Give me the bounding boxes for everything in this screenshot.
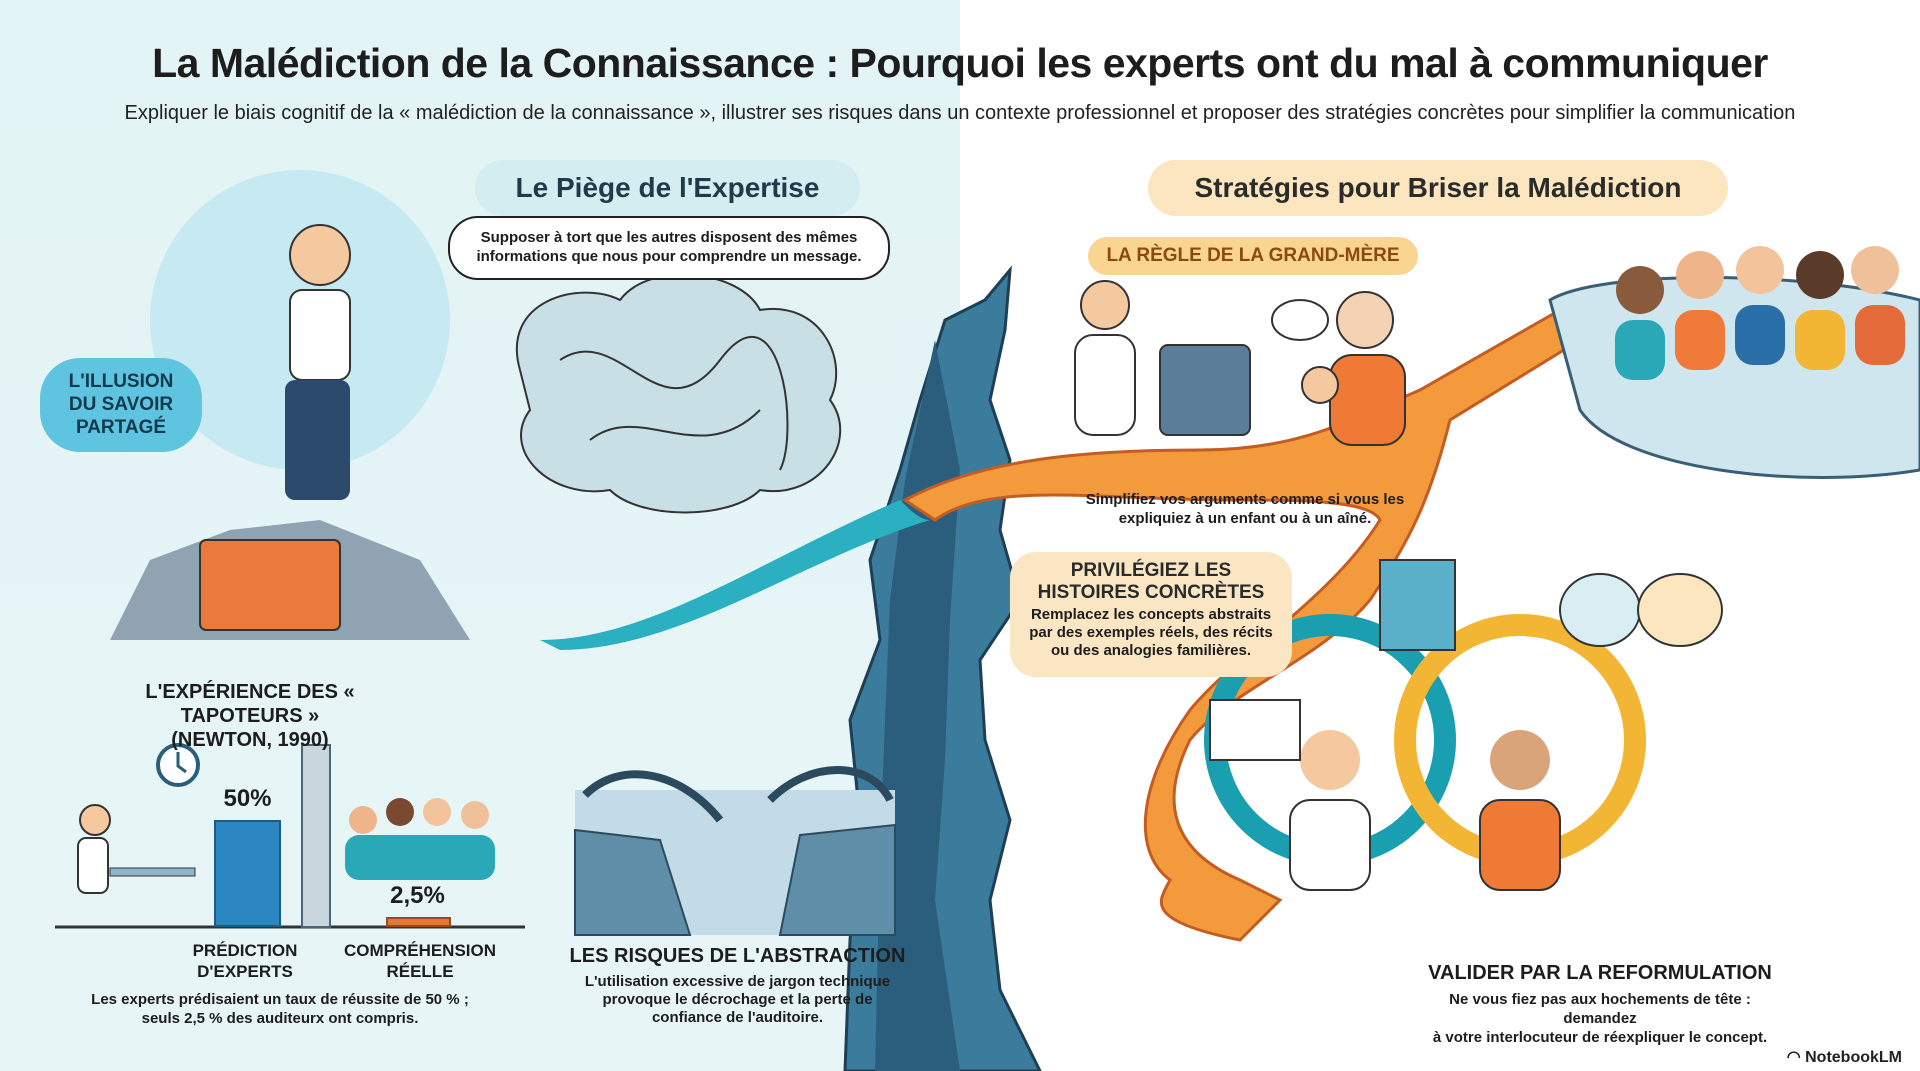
logo-icon: ◠	[1786, 1049, 1806, 1066]
picture-book	[1379, 559, 1456, 651]
listeners-group	[345, 798, 495, 880]
illusion-line: L'ILLUSION	[68, 371, 174, 392]
abstraction-text: L'utilisation excessive de jargon techni…	[565, 973, 910, 1027]
title-line: PRIVILÉGIEZ LES	[1070, 560, 1232, 581]
experiment-title-line: (NEWTON, 1990)	[171, 729, 329, 751]
bar-category-label: PRÉDICTION D'EXPERTS	[180, 940, 310, 982]
speech-bubble-right	[1637, 573, 1723, 647]
label-line: RÉELLE	[386, 962, 454, 981]
text-line: confiance de l'auditoire.	[651, 1009, 824, 1026]
open-book	[1209, 699, 1301, 761]
title-line: HISTOIRES CONCRÈTES	[1037, 582, 1265, 603]
label-line: D'EXPERTS	[197, 962, 293, 981]
grandmother-scene	[1074, 280, 1406, 446]
grandmother-rule-text: Simplifiez vos arguments comme si vous l…	[1060, 490, 1430, 528]
text-line: par des exemples réels, des récits	[1029, 624, 1273, 641]
text-line: Simplifiez vos arguments comme si vous l…	[1085, 491, 1405, 508]
page-title: La Malédiction de la Connaissance : Pour…	[152, 40, 1768, 86]
page-subtitle: Expliquer le biais cognitif de la « malé…	[124, 102, 1796, 124]
reformulation-text: Ne vous fiez pas aux hochements de tête …	[1420, 990, 1780, 1047]
text-line: provoque le décrochage et la perte de	[602, 991, 873, 1008]
text-line: expliquiez à un enfant ou à un aîné.	[1118, 510, 1372, 527]
speech-bubble-left	[1559, 573, 1641, 647]
illusion-line: PARTAGÉ	[75, 417, 167, 438]
brand-text: NotebookLM	[1805, 1049, 1902, 1066]
audience-people	[1615, 246, 1905, 380]
bar-value-label: 2,5%	[390, 882, 445, 909]
experiment-caption: Les experts prédisaient un taux de réuss…	[70, 990, 490, 1028]
chasm-shadow	[875, 340, 960, 1071]
tapper-person	[77, 804, 196, 894]
bar-comprehension	[386, 917, 451, 927]
caption-line: seuls 2,5 % des auditeurx ont compris.	[141, 1010, 419, 1027]
expertise-trap-heading: Le Piège de l'Expertise	[475, 160, 860, 216]
illusion-badge: L'ILLUSION DU SAVOIR PARTAGÉ	[40, 358, 202, 452]
text-line: à votre interlocuteur de réexpliquer le …	[1432, 1029, 1768, 1046]
text-line: ou des analogies familières.	[1050, 642, 1252, 659]
teal-stream	[540, 500, 930, 650]
expert-head	[289, 224, 351, 286]
text-line: Ne vous fiez pas aux hochements de tête …	[1449, 991, 1751, 1027]
reformulation-title: VALIDER PAR LA REFORMULATION	[1428, 962, 1772, 984]
bar-prediction	[214, 820, 281, 927]
abstraction-title: LES RISQUES DE L'ABSTRACTION	[569, 945, 906, 967]
bar-category-label: COMPRÉHENSION RÉELLE	[335, 940, 505, 982]
label-line: COMPRÉHENSION	[343, 941, 497, 960]
text-line: Remplacez les concepts abstraits	[1030, 606, 1272, 623]
expert-body	[289, 289, 351, 381]
bar-value-label: 50%	[223, 785, 272, 812]
jargon-cloud	[516, 273, 842, 514]
notebooklm-logo: ◠ NotebookLM	[1787, 1047, 1902, 1067]
grandmother-rule-label: LA RÈGLE DE LA GRAND-MÈRE	[1088, 237, 1418, 275]
experiment-title: L'EXPÉRIENCE DES « TAPOTEURS » (NEWTON, …	[95, 680, 405, 752]
illusion-line: DU SAVOIR	[68, 394, 174, 415]
caption-line: Les experts prédisaient un taux de réuss…	[91, 991, 469, 1008]
label-line: PRÉDICTION	[192, 941, 298, 960]
text-line: L'utilisation excessive de jargon techni…	[584, 973, 891, 990]
experiment-title-line: L'EXPÉRIENCE DES « TAPOTEURS »	[145, 681, 355, 727]
brick-wall	[301, 744, 331, 928]
stories-box: PRIVILÉGIEZ LES HISTOIRES CONCRÈTES Remp…	[1010, 552, 1292, 677]
stories-title: PRIVILÉGIEZ LES HISTOIRES CONCRÈTES	[1010, 560, 1292, 604]
stories-text: Remplacez les concepts abstraits par des…	[1010, 606, 1292, 660]
expertise-trap-definition: Supposer à tort que les autres disposent…	[448, 216, 890, 280]
strategies-heading: Stratégies pour Briser la Malédiction	[1148, 160, 1728, 216]
